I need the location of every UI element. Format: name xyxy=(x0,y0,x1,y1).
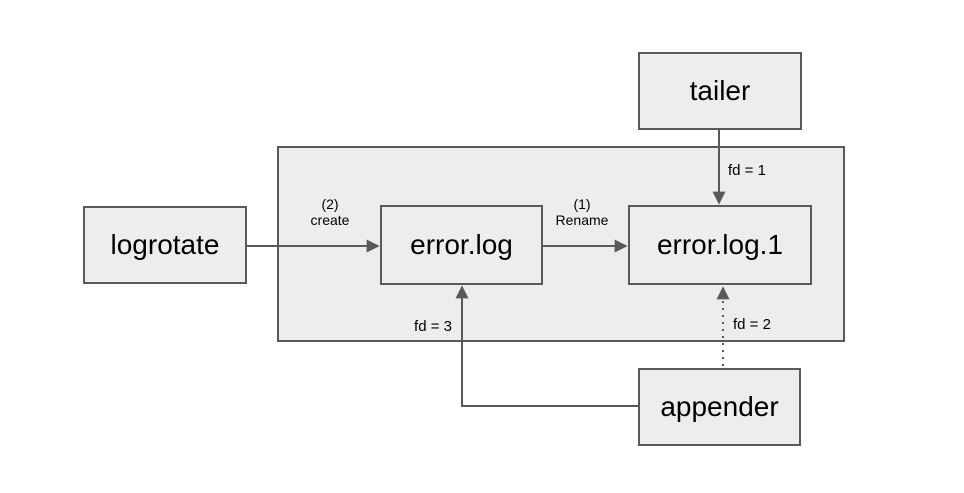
node-error-log-1-label: error.log.1 xyxy=(656,229,784,260)
edge-label-create: (2) create xyxy=(280,196,380,228)
node-tailer-label: tailer xyxy=(689,75,751,106)
edge-label-rename-action: Rename xyxy=(555,212,609,228)
node-logrotate-label: logrotate xyxy=(110,229,220,260)
edge-label-fd3: fd = 3 xyxy=(414,318,452,335)
edge-label-create-step: (2) xyxy=(321,196,339,212)
edge-label-rename: (1) Rename xyxy=(532,196,632,228)
node-tailer: tailer xyxy=(638,52,802,130)
node-logrotate: logrotate xyxy=(83,206,247,284)
edge-label-create-action: create xyxy=(310,212,350,228)
edge-label-rename-step: (1) xyxy=(573,196,591,212)
node-appender: appender xyxy=(638,368,801,446)
edge-appender-fd3-errorlog xyxy=(455,285,638,407)
node-error-log: error.log xyxy=(380,205,543,285)
node-error-log-label: error.log xyxy=(410,229,513,260)
edge-label-fd1: fd = 1 xyxy=(728,162,766,179)
edge-label-fd2: fd = 2 xyxy=(733,316,771,333)
node-appender-label: appender xyxy=(660,391,779,422)
node-error-log-1: error.log.1 xyxy=(628,205,812,285)
